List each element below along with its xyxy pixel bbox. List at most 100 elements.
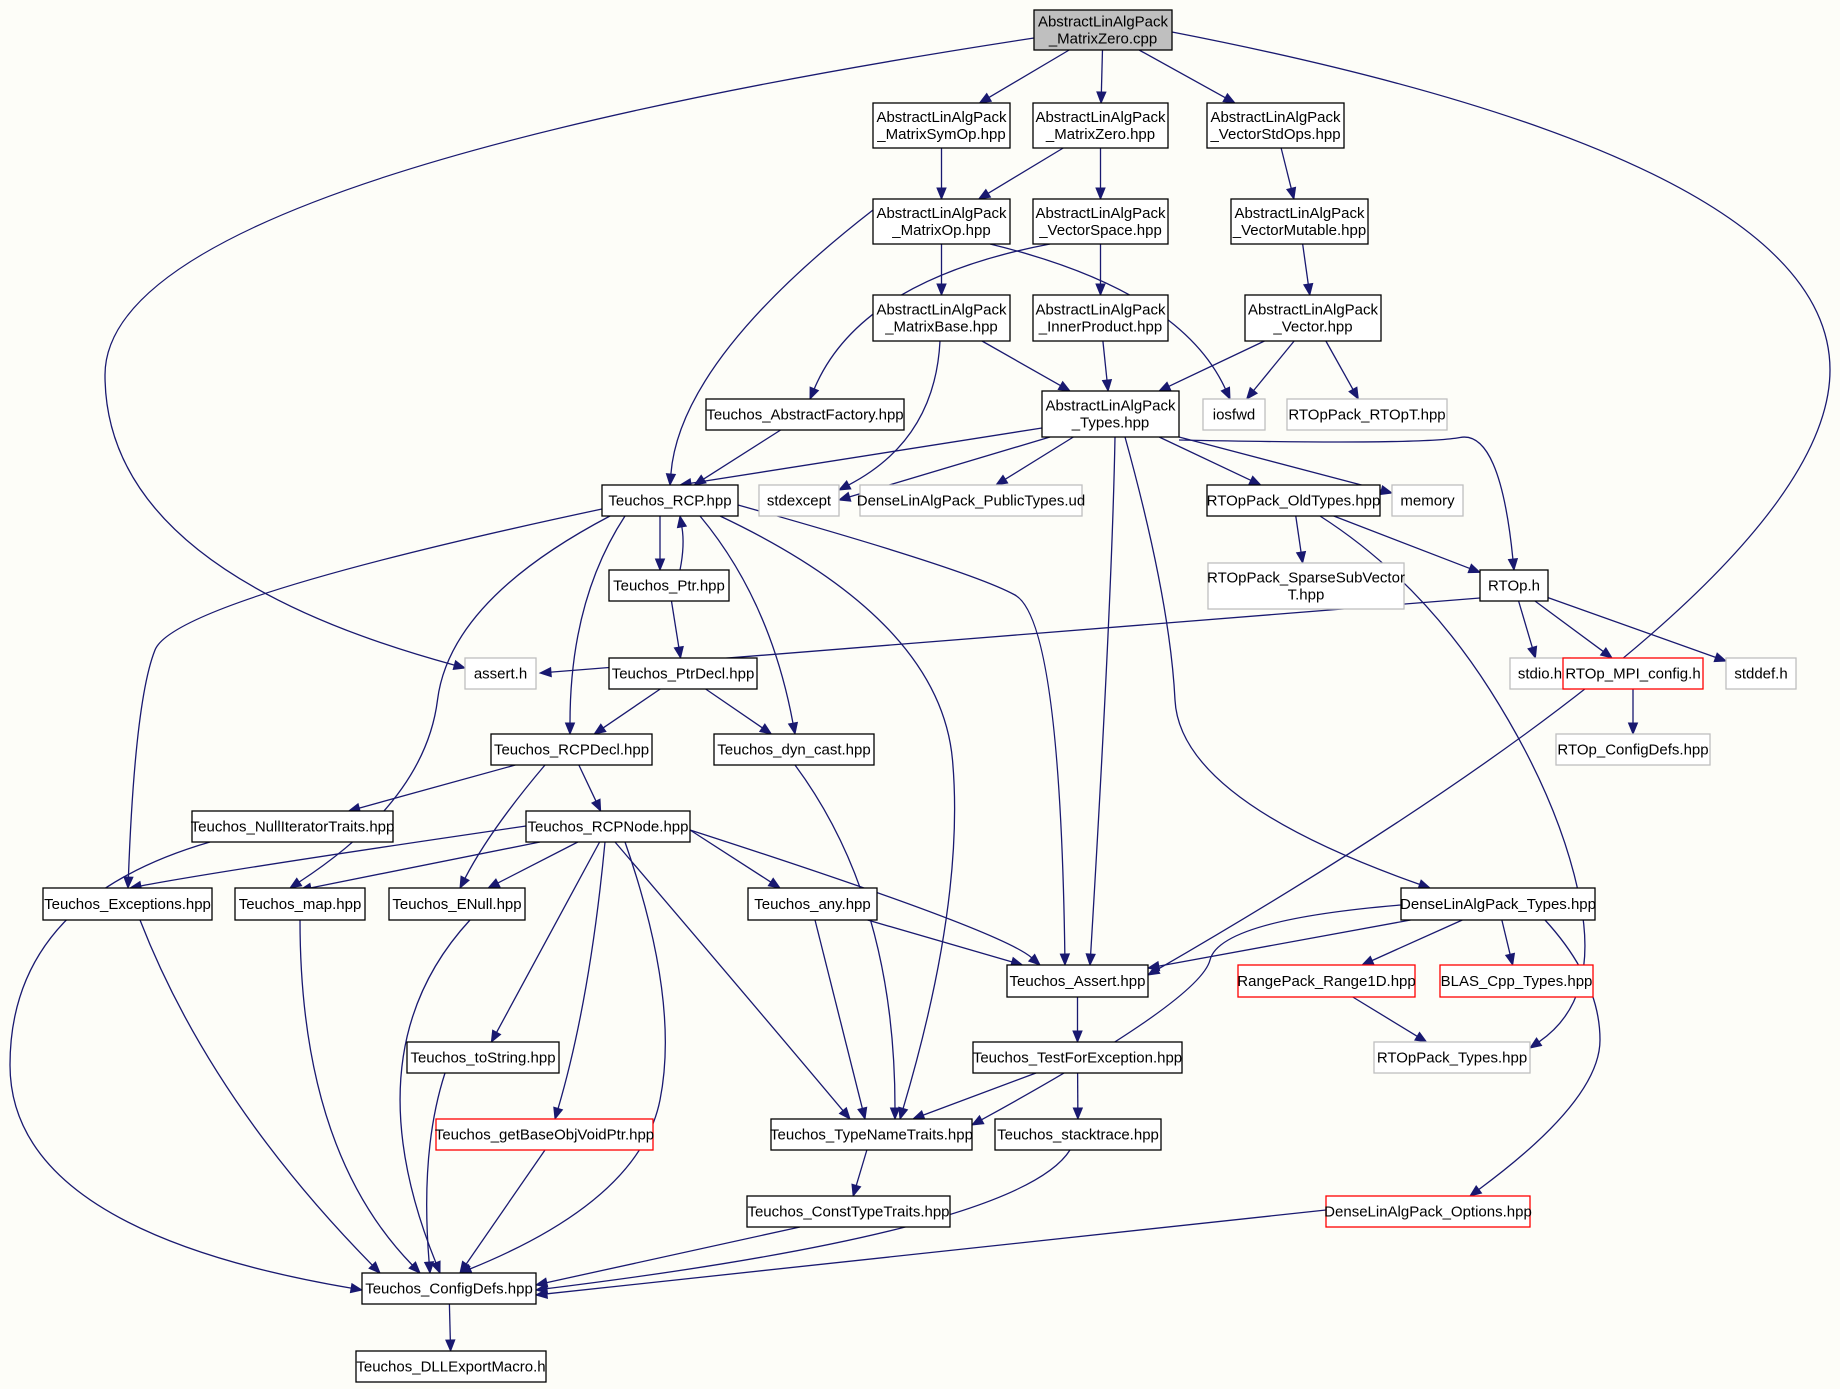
node-mzero[interactable]: AbstractLinAlgPack_MatrixZero.hpp xyxy=(1032,102,1169,149)
node-vstdops[interactable]: AbstractLinAlgPack_VectorStdOps.hpp xyxy=(1206,102,1345,149)
node-any[interactable]: Teuchos_any.hpp xyxy=(747,887,878,921)
edge-vec-to-roptpt xyxy=(1325,340,1354,390)
node-box xyxy=(705,398,905,431)
node-label: AbstractLinAlgPack xyxy=(876,302,1007,319)
node-enull[interactable]: Teuchos_ENull.hpp xyxy=(388,887,526,921)
node-dlapub[interactable]: DenseLinAlgPack_PublicTypes.ud xyxy=(857,484,1085,517)
edge-rcpnode-to-any xyxy=(689,829,772,883)
node-mpiconf[interactable]: RTOp_MPI_config.h xyxy=(1562,657,1704,690)
edge-ptr-to-rcp xyxy=(679,526,684,571)
node-label: AbstractLinAlgPack xyxy=(1035,109,1166,126)
edge-types-to-dlapub xyxy=(1005,436,1074,480)
node-consttype[interactable]: Teuchos_ConstTypeTraits.hpp xyxy=(746,1195,951,1228)
node-mop[interactable]: AbstractLinAlgPack_MatrixOp.hpp xyxy=(872,198,1011,245)
node-msymop[interactable]: AbstractLinAlgPack_MatrixSymOp.hpp xyxy=(872,102,1011,149)
edge-arrowhead xyxy=(676,514,688,529)
node-absfact[interactable]: Teuchos_AbstractFactory.hpp xyxy=(705,398,905,431)
node-typename[interactable]: Teuchos_TypeNameTraits.hpp xyxy=(770,1118,973,1151)
edge-arrowhead xyxy=(1414,1031,1428,1043)
edge-root-to-vstdops xyxy=(1138,49,1226,99)
node-testexc[interactable]: Teuchos_TestForException.hpp xyxy=(972,1041,1183,1074)
node-label: Teuchos_ConstTypeTraits.hpp xyxy=(747,1204,949,1221)
node-label: AbstractLinAlgPack xyxy=(876,109,1007,126)
edge-range1d-to-rtoptypes xyxy=(1352,996,1418,1037)
node-asserth[interactable]: assert.h xyxy=(464,657,537,690)
node-tostring[interactable]: Teuchos_toString.hpp xyxy=(406,1041,560,1074)
node-range1d[interactable]: RangePack_Range1D.hpp xyxy=(1237,964,1416,998)
node-roptpt[interactable]: RTOpPack_RTOpT.hpp xyxy=(1286,398,1448,431)
edge-confdefs-to-dllexp xyxy=(448,1303,451,1341)
edge-rcpdecl-to-enull xyxy=(464,764,546,879)
node-root[interactable]: AbstractLinAlgPack_MatrixZero.cpp xyxy=(1033,9,1173,51)
edge-arrowhead xyxy=(445,1339,456,1353)
node-dlatypes[interactable]: DenseLinAlgPack_Types.hpp xyxy=(1400,887,1596,921)
node-nullit[interactable]: Teuchos_NullIteratorTraits.hpp xyxy=(191,810,395,843)
node-rcpnode[interactable]: Teuchos_RCPNode.hpp xyxy=(525,810,691,843)
node-label: AbstractLinAlgPack xyxy=(1248,302,1379,319)
node-box xyxy=(1032,294,1169,342)
node-label: AbstractLinAlgPack xyxy=(1234,205,1365,222)
node-types[interactable]: AbstractLinAlgPack_Types.hpp xyxy=(1041,390,1180,438)
edge-root-to-tassert xyxy=(1157,31,1831,971)
node-box xyxy=(746,1195,951,1228)
edge-oldtypes-to-rtoph xyxy=(1333,515,1470,570)
node-dyncast[interactable]: Teuchos_dyn_cast.hpp xyxy=(713,733,875,766)
node-box xyxy=(1286,398,1448,431)
node-label: Teuchos_map.hpp xyxy=(239,896,362,913)
node-rtopconf[interactable]: RTOp_ConfigDefs.hpp xyxy=(1555,733,1711,766)
node-rtoph[interactable]: RTOp.h xyxy=(1479,569,1549,602)
edge-vec-to-types xyxy=(1168,340,1265,387)
node-stdioh[interactable]: stdio.h xyxy=(1509,657,1571,690)
node-box xyxy=(747,887,878,921)
node-vec[interactable]: AbstractLinAlgPack_Vector.hpp xyxy=(1244,294,1382,342)
edge-arrowhead xyxy=(837,491,852,502)
node-box xyxy=(1032,198,1169,245)
node-box xyxy=(1237,964,1416,998)
node-box xyxy=(1373,1041,1531,1074)
edge-arrowhead xyxy=(430,1260,441,1275)
node-label: T.hpp xyxy=(1288,587,1325,604)
node-box xyxy=(872,198,1011,245)
node-box xyxy=(464,657,537,690)
node-rcp[interactable]: Teuchos_RCP.hpp xyxy=(601,484,739,517)
node-rcpdecl[interactable]: Teuchos_RCPDecl.hpp xyxy=(490,733,653,766)
node-box xyxy=(1439,964,1594,998)
node-rtoptypes[interactable]: RTOpPack_Types.hpp xyxy=(1373,1041,1531,1074)
node-mbase[interactable]: AbstractLinAlgPack_MatrixBase.hpp xyxy=(872,294,1011,342)
edge-typename-to-consttype xyxy=(855,1149,868,1186)
node-box xyxy=(872,294,1011,342)
edge-arrowhead xyxy=(654,558,666,572)
node-getbase[interactable]: Teuchos_getBaseObjVoidPtr.hpp xyxy=(435,1118,654,1151)
node-stddefh[interactable]: stddef.h xyxy=(1725,657,1797,690)
node-except[interactable]: Teuchos_Exceptions.hpp xyxy=(42,887,213,921)
node-vspace[interactable]: AbstractLinAlgPack_VectorSpace.hpp xyxy=(1032,198,1169,245)
nodes-layer: AbstractLinAlgPack_MatrixZero.cppAbstrac… xyxy=(42,9,1797,1383)
node-box xyxy=(42,887,213,921)
node-stack[interactable]: Teuchos_stacktrace.hpp xyxy=(994,1118,1162,1151)
node-stdexcept[interactable]: stdexcept xyxy=(758,484,840,517)
node-iprod[interactable]: AbstractLinAlgPack_InnerProduct.hpp xyxy=(1032,294,1169,342)
node-confdefs[interactable]: Teuchos_ConfigDefs.hpp xyxy=(361,1272,537,1305)
node-blas[interactable]: BLAS_Cpp_Types.hpp xyxy=(1439,964,1594,998)
node-dlaopts[interactable]: DenseLinAlgPack_Options.hpp xyxy=(1324,1195,1532,1228)
node-ptr[interactable]: Teuchos_Ptr.hpp xyxy=(608,569,730,602)
node-ptrdecl[interactable]: Teuchos_PtrDecl.hpp xyxy=(608,657,758,690)
edge-rcp-to-rcpdecl xyxy=(569,515,626,724)
node-label: RangePack_Range1D.hpp xyxy=(1237,973,1415,990)
node-box xyxy=(525,810,691,843)
node-label: RTOpPack_OldTypes.hpp xyxy=(1207,493,1381,510)
node-vmut[interactable]: AbstractLinAlgPack_VectorMutable.hpp xyxy=(1230,198,1369,245)
node-oldtypes[interactable]: RTOpPack_OldTypes.hpp xyxy=(1206,484,1381,517)
edge-arrowhead xyxy=(1467,563,1482,574)
edge-rcpnode-to-tassert xyxy=(689,829,1033,959)
node-box xyxy=(406,1041,560,1074)
node-dllexp[interactable]: Teuchos_DLLExportMacro.h xyxy=(355,1350,547,1383)
node-memory[interactable]: memory xyxy=(1391,484,1464,517)
edge-rtoph-to-stddefh xyxy=(1547,597,1716,658)
node-map[interactable]: Teuchos_map.hpp xyxy=(234,887,366,921)
node-iosfwd[interactable]: iosfwd xyxy=(1202,398,1266,431)
node-tassert[interactable]: Teuchos_Assert.hpp xyxy=(1006,964,1149,998)
edge-types-to-oldtypes xyxy=(1158,436,1252,481)
node-box xyxy=(361,1272,537,1305)
